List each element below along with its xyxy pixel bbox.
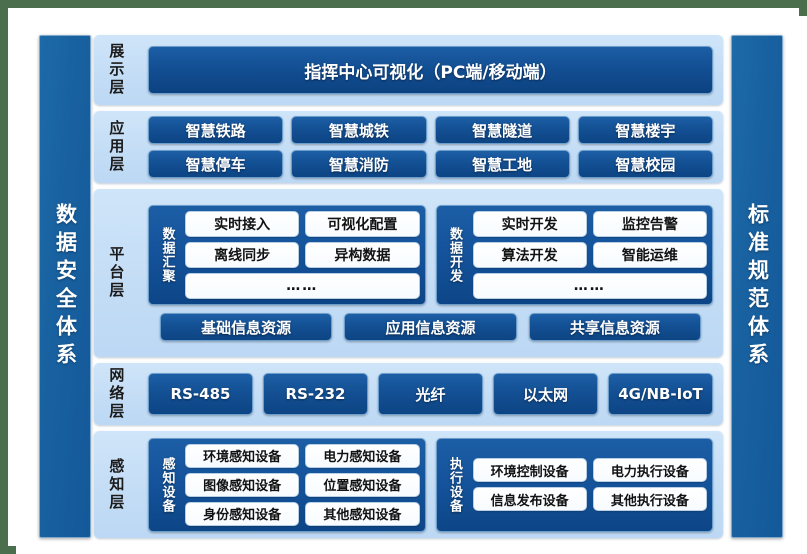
layer-display-label-wrap: 展示层 [94, 35, 138, 105]
layer-sensing-label-wrap: 感知层 [94, 431, 138, 538]
platform-item-realtime-dev[interactable]: 实时开发 [472, 211, 587, 237]
display-banner-box[interactable]: 指挥中心可视化（PC端/移动端） [148, 46, 713, 94]
resource-shared-info[interactable]: 共享信息资源 [528, 313, 701, 341]
network-item-4g-nbiot[interactable]: 4G/NB-IoT [608, 373, 713, 415]
layer-sensing: 感知层 感知设备 环境感知设备 电力感知设备 图像感知设备 [94, 431, 723, 538]
layer-network-label-wrap: 网络层 [94, 363, 138, 425]
platform-group-1-items: 实时开发 监控告警 算法开发 智能运维 …… [472, 211, 707, 299]
platform-group-0-row-more: …… [185, 273, 420, 299]
platform-group-data-aggregation: 数据汇聚 实时接入 可视化配置 离线同步 异构数据 …… [148, 205, 426, 305]
layer-application-label: 应用层 [107, 120, 126, 174]
application-grid: 智慧铁路 智慧城铁 智慧隧道 智慧楼宇 智慧停车 智慧消防 智慧工地 智慧校园 [138, 116, 723, 178]
layer-display-body: 指挥中心可视化（PC端/移动端） [138, 35, 723, 105]
layer-network-label: 网络层 [107, 367, 126, 421]
app-item-2[interactable]: 智慧隧道 [434, 116, 570, 144]
platform-item-algorithm-dev[interactable]: 算法开发 [472, 242, 587, 268]
layer-network-body: RS-485 RS-232 光纤 以太网 4G/NB-IoT [138, 363, 723, 425]
platform-groups: 数据汇聚 实时接入 可视化配置 离线同步 异构数据 …… [148, 205, 713, 305]
platform-group-0-more[interactable]: …… [185, 273, 420, 299]
sidebar-data-security: 数据安全体系 [39, 35, 91, 538]
layer-display-label: 展示层 [107, 43, 126, 97]
actuator-env-control[interactable]: 环境控制设备 [472, 458, 587, 482]
app-item-4[interactable]: 智慧停车 [148, 150, 284, 178]
layer-platform-label: 平台层 [107, 246, 126, 300]
platform-group-1-row-1: 算法开发 智能运维 [472, 242, 707, 268]
platform-group-1-row-more: …… [472, 273, 707, 299]
platform-group-0-items: 实时接入 可视化配置 离线同步 异构数据 …… [185, 211, 420, 299]
layer-application-body: 智慧铁路 智慧城铁 智慧隧道 智慧楼宇 智慧停车 智慧消防 智慧工地 智慧校园 [138, 111, 723, 183]
sensing-group-1-title-wrap: 执行设备 [442, 444, 468, 526]
platform-item-hetero-data[interactable]: 异构数据 [305, 242, 420, 268]
platform-item-smart-ops[interactable]: 智能运维 [592, 242, 707, 268]
sensing-group-1-row-0: 环境控制设备 电力执行设备 [472, 458, 707, 482]
sensing-group-1-title: 执行设备 [447, 456, 462, 513]
sensing-group-0-items: 环境感知设备 电力感知设备 图像感知设备 位置感知设备 身份感知设备 其他感知设… [185, 443, 420, 526]
app-item-6[interactable]: 智慧工地 [434, 150, 570, 178]
app-item-1[interactable]: 智慧城铁 [291, 116, 427, 144]
sensing-group-0-row-0: 环境感知设备 电力感知设备 [185, 443, 420, 468]
platform-group-0-title: 数据汇聚 [159, 227, 175, 283]
sensing-group-actuator-devices: 执行设备 环境控制设备 电力执行设备 信息发布设备 其他执行设备 [435, 437, 713, 532]
app-item-0[interactable]: 智慧铁路 [148, 116, 284, 144]
layer-platform: 平台层 数据汇聚 实时接入 可视化配置 离线同步 [94, 189, 723, 357]
platform-group-0-row-1: 离线同步 异构数据 [185, 242, 420, 268]
network-items-row: RS-485 RS-232 光纤 以太网 4G/NB-IoT [138, 373, 723, 415]
network-item-rs485[interactable]: RS-485 [148, 373, 253, 415]
sensing-group-1-items: 环境控制设备 电力执行设备 信息发布设备 其他执行设备 [472, 444, 707, 526]
platform-group-0-row-0: 实时接入 可视化配置 [185, 211, 420, 237]
layer-application-label-wrap: 应用层 [94, 111, 138, 183]
actuator-info-release[interactable]: 信息发布设备 [472, 487, 587, 511]
network-item-fiber[interactable]: 光纤 [378, 373, 483, 415]
sensor-location[interactable]: 位置感知设备 [305, 472, 420, 497]
sensor-env[interactable]: 环境感知设备 [185, 443, 300, 468]
sensing-group-sensor-devices: 感知设备 环境感知设备 电力感知设备 图像感知设备 位置感知设备 身份感知设备 [148, 437, 426, 532]
app-item-7[interactable]: 智慧校园 [577, 150, 713, 178]
app-item-3[interactable]: 智慧楼宇 [577, 116, 713, 144]
network-item-ethernet[interactable]: 以太网 [493, 373, 598, 415]
sensor-other[interactable]: 其他感知设备 [305, 501, 420, 526]
layer-sensing-label: 感知层 [107, 457, 126, 512]
layer-platform-body: 数据汇聚 实时接入 可视化配置 离线同步 异构数据 …… [138, 189, 723, 357]
platform-group-0-title-wrap: 数据汇聚 [154, 211, 180, 299]
layer-sensing-body: 感知设备 环境感知设备 电力感知设备 图像感知设备 位置感知设备 身份感知设备 [138, 431, 723, 538]
platform-group-1-title-wrap: 数据开发 [442, 211, 468, 299]
platform-item-realtime-access[interactable]: 实时接入 [185, 211, 300, 237]
platform-item-visual-config[interactable]: 可视化配置 [305, 211, 420, 237]
sensor-image[interactable]: 图像感知设备 [185, 472, 300, 497]
platform-group-1-row-0: 实时开发 监控告警 [472, 211, 707, 237]
platform-group-1-more[interactable]: …… [472, 273, 707, 299]
platform-resources-row: 基础信息资源 应用信息资源 共享信息资源 [148, 313, 713, 341]
sidebar-standard-spec: 标准规范体系 [731, 35, 783, 538]
layer-platform-label-wrap: 平台层 [94, 189, 138, 357]
sidebar-left-label: 数据安全体系 [53, 202, 78, 371]
platform-item-monitor-alarm[interactable]: 监控告警 [592, 211, 707, 237]
platform-group-1-title: 数据开发 [447, 227, 462, 283]
sensing-groups: 感知设备 环境感知设备 电力感知设备 图像感知设备 位置感知设备 身份感知设备 [148, 437, 713, 532]
sensing-group-0-title: 感知设备 [159, 456, 175, 513]
diagram-inner: 数据安全体系 标准规范体系 展示层 指挥中心可视化（PC端/移动端） 应用层 智… [16, 16, 807, 554]
platform-group-data-development: 数据开发 实时开发 监控告警 算法开发 智能运维 …… [435, 205, 713, 305]
actuator-other[interactable]: 其他执行设备 [592, 487, 707, 511]
app-item-5[interactable]: 智慧消防 [291, 150, 427, 178]
layer-application: 应用层 智慧铁路 智慧城铁 智慧隧道 智慧楼宇 智慧停车 智慧消防 智慧工地 智… [94, 111, 723, 183]
actuator-power[interactable]: 电力执行设备 [592, 458, 707, 482]
layer-display: 展示层 指挥中心可视化（PC端/移动端） [94, 35, 723, 105]
sensor-power[interactable]: 电力感知设备 [305, 443, 420, 468]
platform-item-offline-sync[interactable]: 离线同步 [185, 242, 300, 268]
sensing-group-0-row-1: 图像感知设备 位置感知设备 [185, 472, 420, 497]
resource-application-info[interactable]: 应用信息资源 [344, 313, 517, 341]
sensing-group-0-row-2: 身份感知设备 其他感知设备 [185, 501, 420, 526]
sensor-identity[interactable]: 身份感知设备 [185, 501, 300, 526]
layer-network: 网络层 RS-485 RS-232 光纤 以太网 4G/NB-IoT [94, 363, 723, 425]
sidebar-right-label: 标准规范体系 [745, 202, 770, 371]
resource-basic-info[interactable]: 基础信息资源 [160, 313, 333, 341]
sensing-group-0-title-wrap: 感知设备 [154, 444, 180, 526]
network-item-rs232[interactable]: RS-232 [263, 373, 368, 415]
sensing-group-1-row-1: 信息发布设备 其他执行设备 [472, 487, 707, 511]
